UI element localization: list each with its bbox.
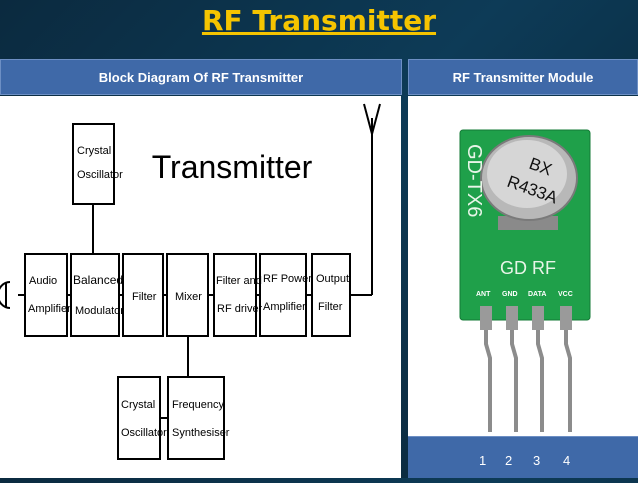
filter-rf-line2: RF driver	[217, 303, 263, 315]
module-header: RF Transmitter Module	[408, 59, 638, 95]
pin-label-vcc: VCC	[558, 291, 573, 298]
balanced-mod-line2: Modulator	[75, 305, 124, 317]
audio-amplifier-block	[24, 253, 68, 337]
crystal-top-line2: Oscillator	[77, 169, 123, 181]
crystal-oscillator-top-block	[72, 123, 115, 205]
audio-amp-line2: Amplifier	[28, 303, 71, 315]
balanced-mod-line1: Balanced	[73, 273, 123, 287]
crystal-top-line1: Crystal	[77, 145, 111, 157]
pin-number-1: 1	[479, 453, 487, 468]
pin-label-gnd: GND	[502, 291, 518, 298]
block-diagram-header: Block Diagram Of RF Transmitter	[0, 59, 402, 95]
filter-rf-line1: Filter and	[216, 275, 262, 287]
mixer-label: Mixer	[175, 291, 202, 303]
pin-label-ant: ANT	[476, 291, 491, 298]
frequency-synthesiser-block	[167, 376, 225, 460]
module-side-text: GD-TX6	[463, 144, 485, 217]
block-diagram: Transmitter Crystal Oscillator Audio Amp…	[0, 103, 381, 460]
pin-number-4: 4	[563, 453, 571, 468]
rf-power-line1: RF Power	[263, 273, 312, 285]
transmitter-heading: Transmitter	[152, 149, 313, 185]
filter-label: Filter	[132, 291, 157, 303]
crystal-bottom-line2: Oscillator	[121, 427, 167, 439]
module-pins	[480, 306, 572, 432]
crystal-bottom-line1: Crystal	[121, 399, 155, 411]
module-board-text: GD RF	[500, 258, 556, 278]
output-filter-block	[311, 253, 351, 337]
crystal-can	[480, 135, 578, 230]
pin-number-3: 3	[533, 453, 541, 468]
balanced-modulator-block	[70, 253, 120, 337]
output-filter-line1: Output	[316, 273, 349, 285]
freq-synth-line1: Frequency	[172, 399, 224, 411]
filter-rf-driver-block	[213, 253, 257, 337]
slide-title: RF Transmitter	[201, 4, 437, 37]
crystal-oscillator-bottom-block	[117, 376, 161, 460]
rf-power-amplifier-block	[259, 253, 307, 337]
pin-label-data: DATA	[528, 291, 546, 298]
microphone-icon	[0, 281, 11, 309]
module-photo-panel: BX R433A GD-TX6 GD RF ANT GND DATA VCC	[408, 96, 638, 436]
pin-number-bar: 1 2 3 4	[408, 436, 638, 478]
pin-number-2: 2	[505, 453, 513, 468]
block-diagram-panel: Transmitter Crystal Oscillator Audio Amp…	[0, 96, 401, 478]
freq-synth-line2: Synthesiser	[172, 427, 230, 439]
output-filter-line2: Filter	[318, 301, 343, 313]
rf-power-line2: Amplifier	[263, 301, 306, 313]
audio-amp-line1: Audio	[29, 275, 57, 287]
rf-module-illustration: BX R433A GD-TX6 GD RF ANT GND DATA VCC	[459, 129, 591, 432]
